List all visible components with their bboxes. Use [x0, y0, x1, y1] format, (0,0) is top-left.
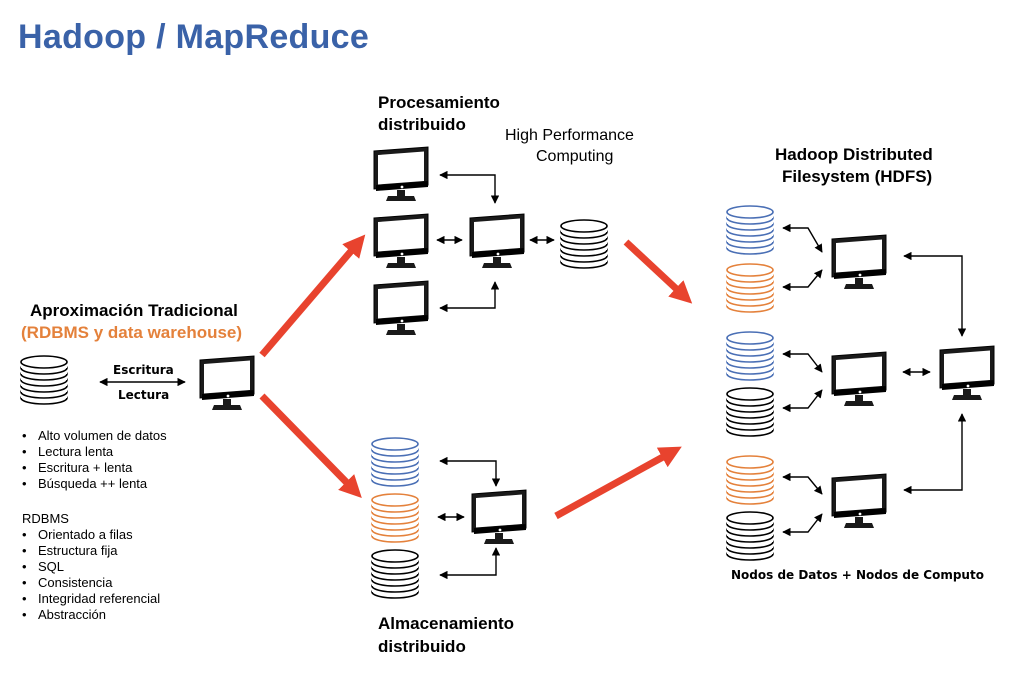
double-arrow-icon — [782, 513, 823, 537]
big-arrow-icon — [259, 234, 366, 358]
database-icon — [560, 219, 608, 269]
double-arrow-icon — [903, 413, 967, 495]
write-label: Escritura — [113, 363, 174, 377]
storage-heading-line1: Almacenamiento — [378, 614, 515, 633]
database-icon — [726, 205, 774, 255]
double-arrow-icon — [439, 170, 500, 204]
double-arrow-icon — [782, 349, 823, 373]
rdbms-heading: RDBMS — [22, 511, 69, 526]
list-item: Integridad referencial — [20, 591, 160, 607]
list-item: Abstracción — [20, 607, 160, 623]
monitor-icon — [469, 213, 525, 269]
hdfs-heading-line1: Hadoop Distributed — [775, 145, 933, 164]
traditional-bullets: Alto volumen de datos Lectura lenta Escr… — [20, 428, 167, 492]
list-item: SQL — [20, 559, 160, 575]
list-item: Estructura fija — [20, 543, 160, 559]
big-arrow-icon — [554, 446, 682, 520]
double-arrow-icon — [439, 547, 501, 580]
hdfs-heading-line2: Filesystem (HDFS) — [782, 167, 933, 186]
processing-heading-line2: distribuido — [378, 115, 466, 134]
database-icon — [371, 549, 419, 599]
database-icon — [726, 263, 774, 313]
database-icon — [726, 331, 774, 381]
double-arrow-icon — [782, 389, 823, 413]
storage-heading-line2: distribuido — [378, 637, 466, 656]
list-item: Consistencia — [20, 575, 160, 591]
double-arrow-icon — [903, 251, 967, 337]
database-icon — [371, 493, 419, 543]
monitor-icon — [373, 280, 429, 336]
list-item: Alto volumen de datos — [20, 428, 167, 444]
monitor-icon — [939, 345, 995, 401]
list-item: Orientado a filas — [20, 527, 160, 543]
page-title: Hadoop / MapReduce — [18, 18, 370, 56]
rdbms-bullets: Orientado a filas Estructura fija SQL Co… — [20, 527, 160, 623]
list-item: Lectura lenta — [20, 444, 167, 460]
hpc-label-line1: High Performance — [505, 127, 634, 144]
monitor-icon — [373, 146, 429, 202]
double-arrow-icon — [782, 472, 823, 495]
database-icon — [371, 437, 419, 487]
traditional-heading: Aproximación Tradicional — [30, 301, 238, 320]
monitor-icon — [471, 489, 527, 545]
double-arrow-icon — [782, 269, 823, 292]
database-icon — [20, 355, 68, 405]
database-icon — [726, 511, 774, 561]
monitor-icon — [831, 234, 887, 290]
monitor-icon — [373, 213, 429, 269]
double-arrow-icon — [782, 223, 823, 253]
big-arrow-icon — [623, 239, 693, 304]
hdfs-footer: Nodos de Datos + Nodos de Computo — [731, 568, 984, 582]
hpc-label-line2: Computing — [536, 148, 614, 165]
double-arrow-icon — [439, 456, 501, 487]
big-arrow-icon — [259, 393, 362, 499]
list-item: Búsqueda ++ lenta — [20, 476, 167, 492]
monitor-icon — [199, 355, 255, 411]
processing-heading-line1: Procesamiento — [378, 93, 500, 112]
monitor-icon — [831, 351, 887, 407]
database-icon — [726, 455, 774, 505]
double-arrow-icon — [439, 281, 500, 313]
monitor-icon — [831, 473, 887, 529]
database-icon — [726, 387, 774, 437]
list-item: Escritura + lenta — [20, 460, 167, 476]
traditional-subheading: (RDBMS y data warehouse) — [21, 323, 243, 342]
read-label: Lectura — [118, 388, 170, 402]
